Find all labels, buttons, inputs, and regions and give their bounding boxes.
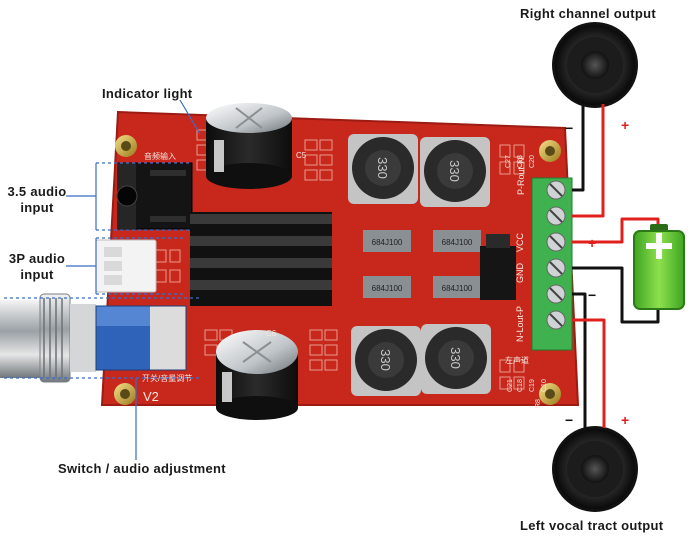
inductor-code: 330 — [448, 347, 463, 369]
audio-35-line2: input — [20, 200, 54, 215]
resistor-code: 684J100 — [372, 284, 403, 293]
cap-c6-label: C6 — [266, 329, 277, 338]
wire-right-positive — [572, 104, 605, 218]
cap-c21: C21 — [507, 379, 514, 392]
wires — [572, 104, 660, 428]
three-pin-connector — [95, 239, 157, 293]
terminal-label-gnd: GND — [515, 263, 525, 284]
res-r8: R8 — [535, 399, 542, 408]
audio-in-silk: 音频输入 — [144, 151, 176, 161]
cap-c27: C27 — [505, 155, 512, 168]
wire-left-positive — [572, 318, 606, 428]
inductor-bottom-left: 330 — [351, 326, 421, 396]
battery — [633, 224, 685, 310]
audio-3p-line1: 3P audio — [8, 251, 66, 266]
speaker-left — [552, 426, 638, 512]
cap-c18: C18 — [517, 379, 524, 392]
minus-right-speaker: − — [565, 120, 573, 136]
terminal-label-lout: N-Lout-P — [515, 306, 525, 342]
terminal-label-rout: P-Rout-N — [516, 157, 526, 195]
wire-battery-negative — [572, 266, 660, 324]
indicator-light-label: Indicator light — [102, 86, 193, 101]
inductor-bottom-right: 330 — [421, 324, 491, 394]
audio-35-line1: 3.5 audio — [7, 184, 67, 199]
voltage-regulator — [480, 234, 516, 300]
cap-c19: C19 — [529, 379, 536, 392]
cap-c5-label: C5 — [296, 151, 307, 160]
callout-leaders — [66, 99, 201, 460]
inductor-code: 330 — [447, 160, 462, 182]
wire-left-negative — [572, 292, 587, 428]
resistor-code: 684J100 — [442, 238, 473, 247]
polarity-marks: − + + − − + — [565, 117, 629, 428]
speaker-right — [552, 22, 638, 108]
mounting-holes — [114, 135, 561, 405]
resistor-code: 684J100 — [442, 284, 473, 293]
callout-brackets — [4, 162, 200, 379]
inductor-code: 330 — [375, 157, 390, 179]
switch-audio-adjustment-label: Switch / audio adjustment — [58, 461, 226, 476]
terminal-label-vcc: VCC — [515, 232, 525, 252]
left-vocal-tract-output-label: Left vocal tract output — [520, 518, 664, 533]
plus-battery: + — [588, 235, 596, 251]
audio-3p-line2: input — [20, 267, 54, 282]
heatsink — [190, 212, 332, 306]
version-label: V2 — [143, 389, 159, 404]
volume-knob — [0, 293, 187, 383]
resistor-code: 684J100 — [372, 238, 403, 247]
capacitor-bottom — [216, 330, 298, 420]
minus-battery: − — [588, 287, 596, 303]
audio-jack-35 — [116, 162, 193, 230]
inductor-code: 330 — [378, 349, 393, 371]
cap-c10: C10 — [541, 379, 548, 392]
channel-silk: 左声道 — [505, 355, 529, 365]
film-capacitors: 684J100 684J100 684J100 684J100 — [363, 230, 481, 298]
capacitor-top — [206, 103, 292, 189]
terminal-block — [531, 177, 573, 351]
inductor-top-right: 330 — [420, 137, 490, 207]
cap-c20: C20 — [529, 155, 536, 168]
plus-left-speaker: + — [621, 412, 629, 428]
inductor-top-left: 330 — [348, 134, 418, 204]
cap-c23: C23 — [517, 155, 524, 168]
inductors: 330 330 330 330 — [348, 134, 491, 396]
right-channel-output-label: Right channel output — [520, 6, 656, 21]
wire-right-negative — [572, 104, 585, 192]
minus-left-speaker: − — [565, 412, 573, 428]
plus-right-speaker: + — [621, 117, 629, 133]
audio-35-input-label: 3.5 audio input — [6, 184, 68, 216]
audio-3p-input-label: 3P audio input — [6, 251, 68, 283]
